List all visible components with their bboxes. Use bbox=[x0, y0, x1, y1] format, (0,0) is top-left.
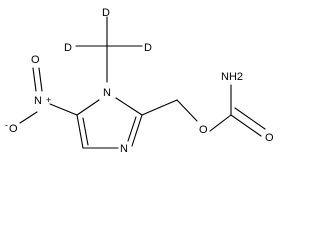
bond-nitro-n-o-bottom bbox=[19, 111, 38, 124]
deuterium-left-label: D bbox=[64, 42, 72, 54]
bond-carbonyl-o-double bbox=[234, 107, 266, 130]
bond-lines bbox=[19, 16, 266, 149]
nitro-oxygen-top-label: O bbox=[31, 54, 40, 66]
nitro-charge-minus: - bbox=[5, 120, 8, 130]
bond-c2-n1 bbox=[115, 97, 143, 116]
ring-nitrogen-imine-label: N bbox=[120, 143, 128, 155]
nitro-charge-plus: + bbox=[46, 95, 51, 105]
ester-oxygen-label: O bbox=[199, 124, 208, 136]
bond-n3-c2 bbox=[131, 114, 143, 147]
bond-nitro-n-o-top-double bbox=[32, 67, 37, 92]
deuterium-top-label: D bbox=[102, 7, 110, 19]
nitro-oxygen-bottom-label: O bbox=[9, 123, 18, 135]
bond-c5-nitro-n bbox=[49, 103, 78, 116]
bond-c5-c4-double bbox=[82, 117, 89, 146]
bond-c2-ch2 bbox=[141, 99, 178, 116]
bond-carbonyl-o bbox=[230, 114, 262, 137]
ring-nitrogen-methylated-label: N bbox=[103, 87, 111, 99]
bond-n1-c5 bbox=[76, 99, 100, 116]
bond-ch2-ester-o bbox=[176, 99, 198, 122]
atom-labels: D D D N N N + O - O O O NH2 bbox=[5, 7, 274, 155]
bond-ester-o-carbonyl bbox=[209, 114, 232, 132]
chemical-structure: D D D N N N + O - O O O NH2 bbox=[5, 7, 274, 155]
deuterium-right-label: D bbox=[144, 42, 152, 54]
amino-group-label: NH2 bbox=[221, 71, 243, 83]
nitro-nitrogen-label: N bbox=[34, 95, 42, 107]
bond-c5-c4 bbox=[76, 114, 84, 149]
bond-n3-c2-double bbox=[127, 116, 137, 142]
bond-nitro-n-o-top bbox=[38, 67, 43, 92]
carbonyl-oxygen-label: O bbox=[265, 132, 274, 144]
